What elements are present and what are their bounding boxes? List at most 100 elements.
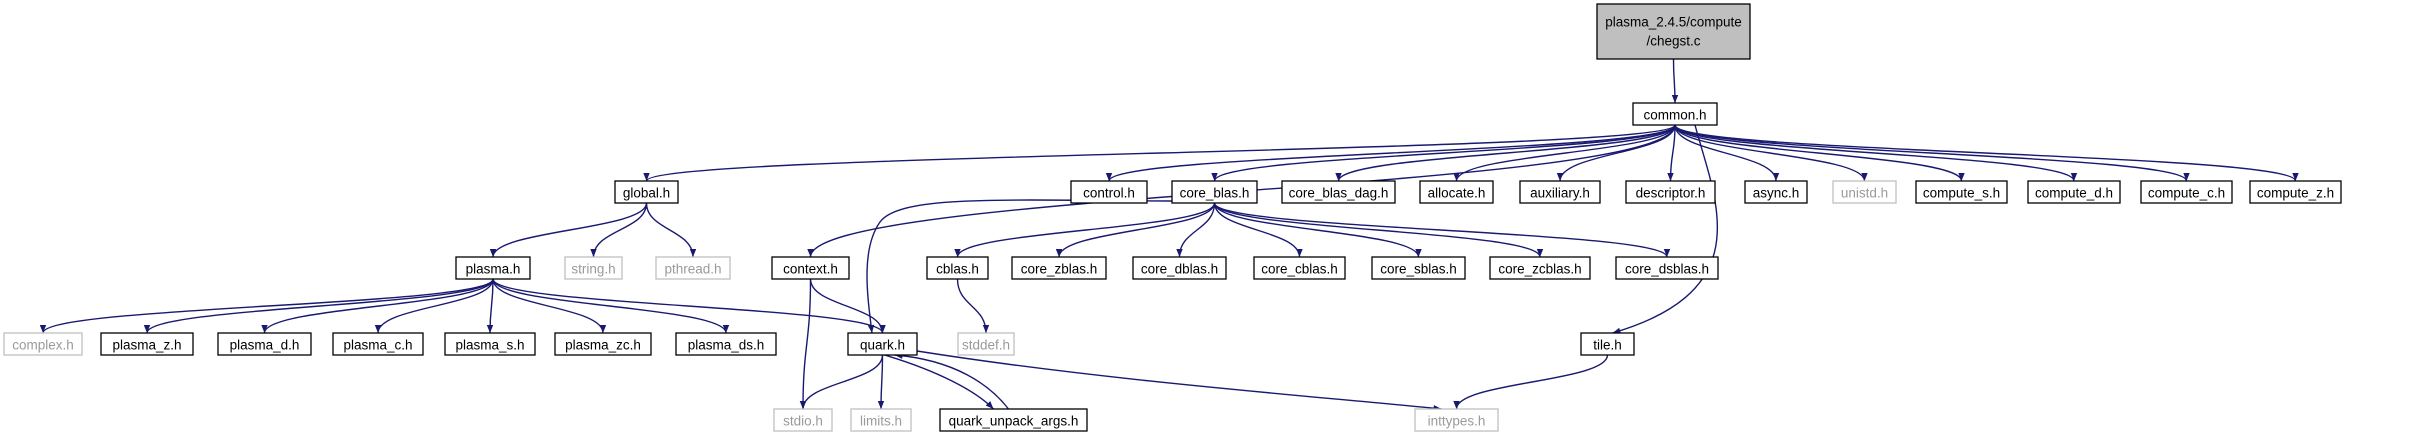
edge-core_blas-to-core_zcblas: [1213, 202, 1544, 258]
node-descriptor[interactable]: descriptor.h: [1625, 180, 1716, 204]
node-label: unistd.h: [1841, 186, 1888, 201]
node-label: core_cblas.h: [1261, 262, 1338, 277]
edge-common-to-compute_d: [1674, 124, 2078, 182]
node-box: [850, 408, 912, 432]
edge-core_blas-to-core_sblas: [1213, 202, 1422, 258]
node-complex: complex.h: [3, 332, 83, 356]
node-label: compute_z.h: [2257, 186, 2334, 201]
node-box: [1632, 102, 1718, 126]
node-tile[interactable]: tile.h: [1580, 332, 1635, 356]
dependency-edges: [39, 58, 2299, 412]
node-quark[interactable]: quark.h: [847, 332, 918, 356]
edge-core_blas-to-core_cblas: [1213, 202, 1303, 258]
node-plasma-ds[interactable]: plasma_ds.h: [675, 332, 777, 356]
edge-plasma-to-quark: [492, 278, 886, 334]
node-core-zblas[interactable]: core_zblas.h: [1011, 256, 1107, 280]
node-box: [2140, 180, 2233, 204]
node-box: [1832, 180, 1897, 204]
node-compute-z[interactable]: compute_z.h: [2249, 180, 2342, 204]
node-box: [1171, 180, 1258, 204]
node-core-sblas[interactable]: core_sblas.h: [1371, 256, 1466, 280]
node-box: [655, 256, 731, 280]
node-plasma[interactable]: plasma.h: [455, 256, 531, 280]
node-label: quark.h: [860, 338, 905, 353]
edge-plasma-to-plasma_ds: [492, 278, 730, 334]
edge-plasma-to-complex: [39, 278, 494, 334]
edge-plasma-to-plasma_z: [143, 278, 494, 334]
node-plasma-z[interactable]: plasma_z.h: [100, 332, 194, 356]
node-box: [1281, 180, 1396, 204]
edge-common-to-compute_z: [1674, 124, 2299, 182]
node-box: [332, 332, 424, 356]
node-box: [1915, 180, 2008, 204]
edge-common-to-core_blas_dag: [1335, 124, 1676, 182]
node-label: core_zblas.h: [1021, 262, 1098, 277]
node-core-dsblas[interactable]: core_dsblas.h: [1615, 256, 1719, 280]
node-label: plasma_z.h: [112, 338, 181, 353]
node-label: compute_s.h: [1923, 186, 2000, 201]
node-global[interactable]: global.h: [614, 180, 679, 204]
node-box: [1371, 256, 1466, 280]
edge-common-to-descriptor: [1667, 124, 1676, 182]
node-control[interactable]: control.h: [1070, 180, 1148, 204]
node-label: plasma_ds.h: [688, 338, 765, 353]
node-box: [1596, 3, 1751, 60]
node-box: [675, 332, 777, 356]
node-core-zcblas[interactable]: core_zcblas.h: [1489, 256, 1591, 280]
edge-core_blas-to-core_dsblas: [1213, 202, 1671, 258]
node-box: [217, 332, 312, 356]
node-cblas[interactable]: cblas.h: [926, 256, 989, 280]
node-common[interactable]: common.h: [1632, 102, 1718, 126]
node-allocate[interactable]: allocate.h: [1419, 180, 1494, 204]
node-compute-d[interactable]: compute_d.h: [2027, 180, 2121, 204]
edge-common-to-allocate: [1453, 124, 1676, 182]
node-plasma-s[interactable]: plasma_s.h: [444, 332, 536, 356]
node-async[interactable]: async.h: [1744, 180, 1808, 204]
node-label: tile.h: [1593, 338, 1622, 353]
node-label: core_zcblas.h: [1498, 262, 1581, 277]
node-pthread: pthread.h: [655, 256, 731, 280]
node-box: [1419, 180, 1494, 204]
node-box: [847, 332, 918, 356]
node-box: [614, 180, 679, 204]
node-plasma-d[interactable]: plasma_d.h: [217, 332, 312, 356]
node-compute-s[interactable]: compute_s.h: [1915, 180, 2008, 204]
node-context[interactable]: context.h: [771, 256, 850, 280]
edge-common-to-tile: [1612, 124, 1719, 334]
node-box: [939, 408, 1088, 432]
node-compute-c[interactable]: compute_c.h: [2140, 180, 2233, 204]
node-label: core_blas.h: [1180, 186, 1250, 201]
edge-root-to-common: [1671, 58, 1679, 104]
edge-global-to-string: [590, 202, 648, 258]
node-label: core_blas_dag.h: [1289, 186, 1389, 201]
node-quark-unpack-args[interactable]: quark_unpack_args.h: [939, 408, 1088, 432]
node-label: common.h: [1643, 108, 1706, 123]
node-core-dblas[interactable]: core_dblas.h: [1132, 256, 1227, 280]
node-box: [773, 408, 833, 432]
node-core-blas[interactable]: core_blas.h: [1171, 180, 1258, 204]
edge-quark-to-quark_unpack_args: [884, 354, 995, 410]
node-label: compute_d.h: [2035, 186, 2113, 201]
node-label: cblas.h: [936, 262, 979, 277]
node-plasma-zc[interactable]: plasma_zc.h: [554, 332, 652, 356]
node-box: [1625, 180, 1716, 204]
node-box: [1253, 256, 1346, 280]
edge-cblas-to-stddef: [956, 278, 990, 334]
node-box: [3, 332, 83, 356]
node-label: descriptor.h: [1636, 186, 1706, 201]
edge-plasma-to-plasma_d: [261, 278, 494, 334]
node-box: [1070, 180, 1148, 204]
node-plasma-c[interactable]: plasma_c.h: [332, 332, 424, 356]
node-label: plasma_d.h: [230, 338, 300, 353]
node-box: [771, 256, 850, 280]
edge-common-to-unistd: [1674, 124, 1868, 182]
node-core-blas-dag[interactable]: core_blas_dag.h: [1281, 180, 1396, 204]
node-label: string.h: [571, 262, 615, 277]
node-core-cblas[interactable]: core_cblas.h: [1253, 256, 1346, 280]
node-box: [455, 256, 531, 280]
root-title-line: plasma_2.4.5/compute: [1605, 15, 1742, 30]
edge-tile-to-inttypes: [1453, 354, 1609, 410]
node-auxiliary[interactable]: auxiliary.h: [1519, 180, 1601, 204]
node-box: [1519, 180, 1601, 204]
header-nodes: plasma_2.4.5/compute/chegst.ccommon.hglo…: [3, 3, 2342, 432]
